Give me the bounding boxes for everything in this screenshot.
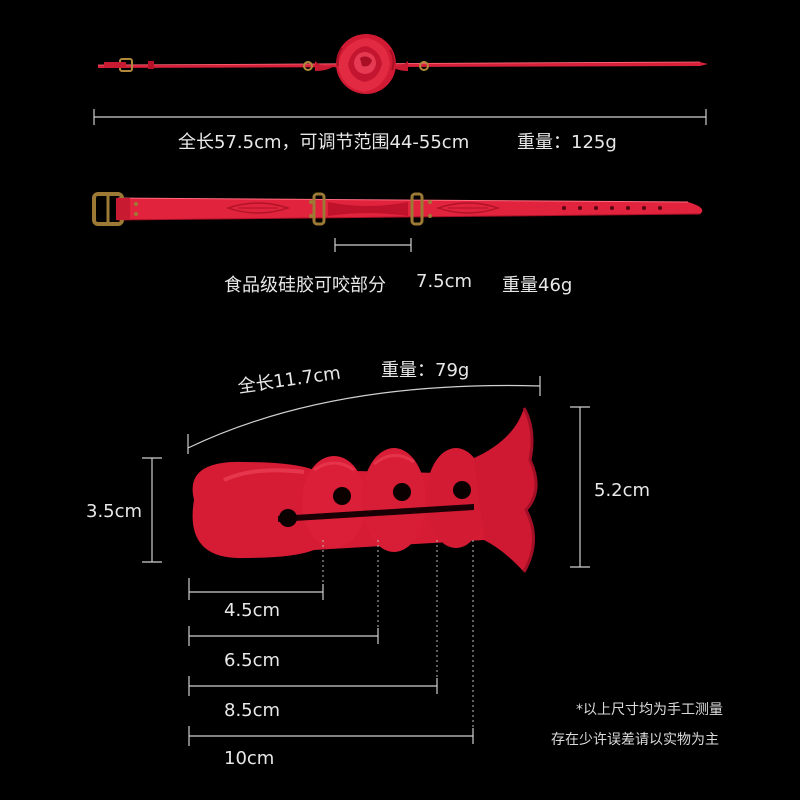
buckle-strap-illustration xyxy=(92,192,703,226)
bite-length-measure-line xyxy=(334,238,412,252)
bite-length-spec: 7.5cm xyxy=(416,271,473,292)
buckle-icon xyxy=(92,192,130,226)
depth-label-3: 8.5cm xyxy=(224,700,281,721)
gag-weight: 重量：79g xyxy=(381,360,470,381)
total-length-arc xyxy=(187,376,541,454)
depth-measure-lines xyxy=(188,540,474,746)
depth-label-1: 4.5cm xyxy=(224,600,281,621)
flange-height-label: 5.2cm xyxy=(594,480,651,501)
rose-strap-illustration xyxy=(97,34,708,94)
strap-length-spec: 全长57.5cm，可调节范围44-55cm xyxy=(178,132,470,153)
gag-illustration xyxy=(192,407,538,573)
measurement-note-1: *以上尺寸均为手工测量 xyxy=(576,702,723,718)
depth-label-2: 6.5cm xyxy=(224,650,281,671)
rose-icon xyxy=(336,34,396,94)
depth-label-4: 10cm xyxy=(224,748,275,769)
head-height-label: 3.5cm xyxy=(86,501,143,522)
measurement-note-2: 存在少许误差请以实物为主 xyxy=(551,732,719,748)
flange-height-measure-line xyxy=(570,406,590,568)
strap-weight-spec: 重量：125g xyxy=(517,132,617,153)
bite-material-spec: 食品级硅胶可咬部分 xyxy=(224,275,386,296)
strap-mid-weight-spec: 重量46g xyxy=(502,275,573,296)
strap-length-measure-line xyxy=(93,109,707,125)
head-height-measure-line xyxy=(142,457,162,563)
